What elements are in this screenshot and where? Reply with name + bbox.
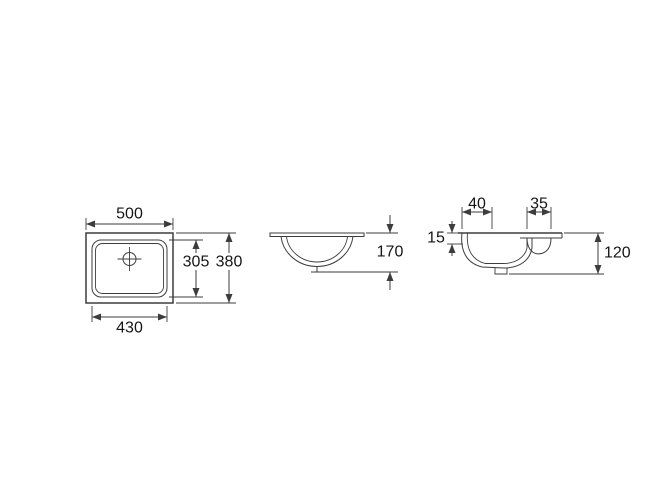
dim-label-offset-left: 40 [468, 196, 486, 213]
basin-outer-outline [85, 232, 174, 304]
label-backing [181, 253, 211, 270]
drain-outlet [494, 268, 508, 275]
dim-label-height: 170 [377, 244, 404, 261]
rim-profile [269, 232, 365, 237]
dim-label-depth-inner: 305 [183, 254, 210, 271]
dim-width-bottom: 430 [91, 306, 168, 337]
basin-rim-inner [95, 243, 164, 294]
dim-label-width-bottom: 430 [116, 320, 143, 337]
overflow-channel [526, 237, 552, 255]
basin-rim-outer [91, 239, 168, 298]
front-view: 170 [269, 215, 403, 290]
dim-rim-height: 15 [427, 221, 463, 256]
dim-label-depth-outer: 380 [216, 254, 243, 271]
dim-label-width-top: 500 [116, 206, 143, 223]
dim-height: 170 [366, 215, 403, 290]
dim-width-top: 500 [85, 206, 174, 230]
dim-label-section-depth: 120 [604, 245, 631, 262]
dim-offset-left: 40 [461, 196, 493, 229]
plan-view: 500 430 305 [85, 206, 244, 337]
tap-hole-icon [117, 247, 142, 271]
dim-label-offset-right: 35 [530, 196, 548, 213]
label-backing [214, 253, 244, 270]
section-inner-wall [466, 232, 528, 264]
dim-depth-inner: 305 [169, 239, 211, 298]
section-outer-wall [461, 232, 533, 269]
dim-label-rim-height: 15 [427, 230, 445, 247]
dim-depth-outer: 380 [176, 232, 244, 304]
dim-section-depth: 120 [509, 232, 631, 275]
bowl-inner-curve [286, 236, 348, 263]
section-view: 40 35 15 120 [427, 196, 631, 275]
dim-offset-right: 35 [526, 196, 552, 229]
